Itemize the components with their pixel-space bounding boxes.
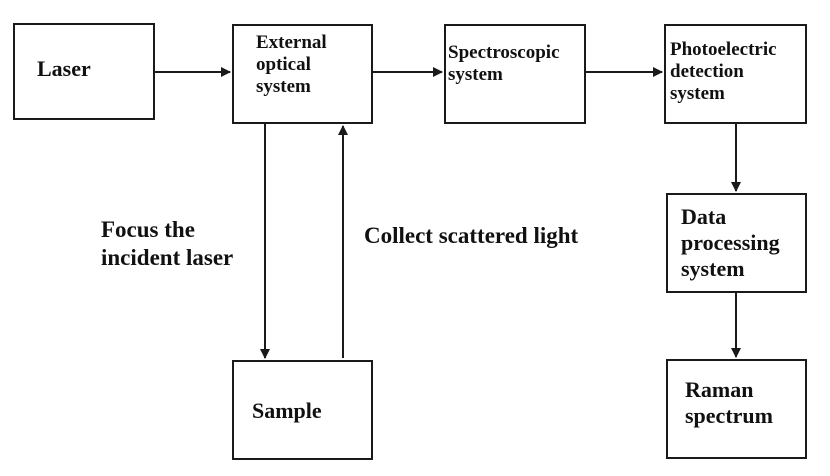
spectroscopic-system-node: Spectroscopic system bbox=[444, 24, 586, 124]
laser-node: Laser bbox=[13, 23, 155, 120]
data-processing-system-node: Data processing system bbox=[666, 193, 807, 293]
external-optical-system-node: External optical system bbox=[232, 24, 373, 124]
external-optical-system-label: External optical system bbox=[256, 32, 327, 97]
spectroscopic-system-label: Spectroscopic system bbox=[448, 42, 560, 85]
sample-node: Sample bbox=[232, 360, 373, 460]
photoelectric-detection-system-node: Photoelectric detection system bbox=[664, 24, 807, 124]
data-processing-system-label: Data processing system bbox=[681, 204, 780, 281]
raman-spectrum-label: Raman spectrum bbox=[685, 377, 773, 428]
focus-incident-laser-label: Focus the incident laser bbox=[101, 217, 234, 270]
laser-node-label: Laser bbox=[37, 56, 91, 81]
sample-node-label: Sample bbox=[252, 398, 322, 423]
photoelectric-detection-system-label: Photoelectric detection system bbox=[670, 39, 777, 104]
collect-scattered-light-label: Collect scattered light bbox=[364, 223, 579, 248]
raman-spectrum-node: Raman spectrum bbox=[666, 359, 807, 459]
